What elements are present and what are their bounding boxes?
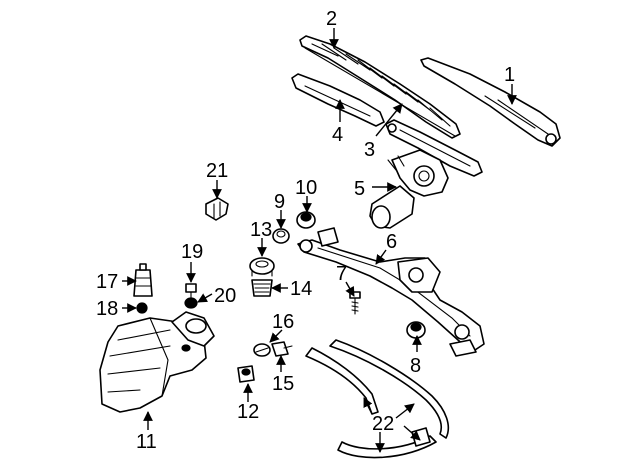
leader-6	[375, 249, 387, 265]
leader-22b	[395, 403, 415, 419]
callout-11: 11	[136, 431, 157, 453]
leader-20	[197, 293, 213, 303]
leader-22a	[363, 397, 373, 415]
part-1-wiper-arm	[420, 57, 561, 147]
part-12-grommet	[237, 365, 255, 383]
leader-16	[269, 329, 283, 343]
part-13-seal	[249, 257, 275, 277]
part-20-nut	[184, 297, 198, 309]
callout-10: 10	[295, 177, 317, 199]
callout-15: 15	[272, 373, 294, 395]
callout-labels: 1 2 3 4 5 6 7 8 9 10 11 12 13 14 15 16 1…	[96, 8, 515, 453]
leader-3	[375, 103, 403, 137]
callout-1: 1	[504, 64, 515, 86]
callout-20: 20	[214, 285, 236, 307]
callout-9: 9	[274, 191, 285, 213]
callout-12: 12	[237, 401, 259, 423]
part-14-grommet	[251, 279, 273, 297]
part-19-screw	[185, 283, 197, 299]
callout-4: 4	[332, 124, 343, 146]
callout-8: 8	[410, 355, 421, 377]
callout-22: 22	[372, 413, 394, 435]
part-18-grommet	[136, 302, 148, 314]
part-11-washer-reservoir	[99, 311, 215, 413]
callout-7: 7	[336, 263, 347, 285]
callout-19: 19	[181, 241, 203, 263]
part-10-cap	[296, 211, 316, 229]
callout-17: 17	[96, 271, 118, 293]
part-17-washer-pump	[133, 263, 153, 297]
callout-6: 6	[386, 231, 397, 253]
part-6-linkage-frame	[297, 227, 485, 357]
callout-18: 18	[96, 298, 118, 320]
leader-7	[345, 281, 355, 297]
callout-3: 3	[364, 139, 375, 161]
callout-13: 13	[250, 219, 272, 241]
part-9-nut	[272, 228, 290, 244]
part-22-washer-hose	[305, 339, 450, 459]
leader-22d	[403, 425, 421, 441]
part-21-clip	[205, 197, 229, 221]
leader-lines	[122, 28, 517, 453]
callout-21: 21	[206, 160, 228, 182]
callout-14: 14	[290, 278, 312, 300]
part-7-bolt	[349, 291, 361, 315]
part-8-grommet	[406, 321, 426, 339]
part-3-linkage-arm	[385, 119, 483, 177]
part-5-wiper-motor	[369, 149, 449, 229]
part-16-nozzle	[253, 343, 271, 357]
callout-2: 2	[326, 8, 337, 30]
callout-16: 16	[272, 311, 294, 333]
part-15-connector	[271, 341, 293, 357]
part-2-wiper-blade	[299, 35, 461, 139]
callout-5: 5	[354, 178, 365, 200]
